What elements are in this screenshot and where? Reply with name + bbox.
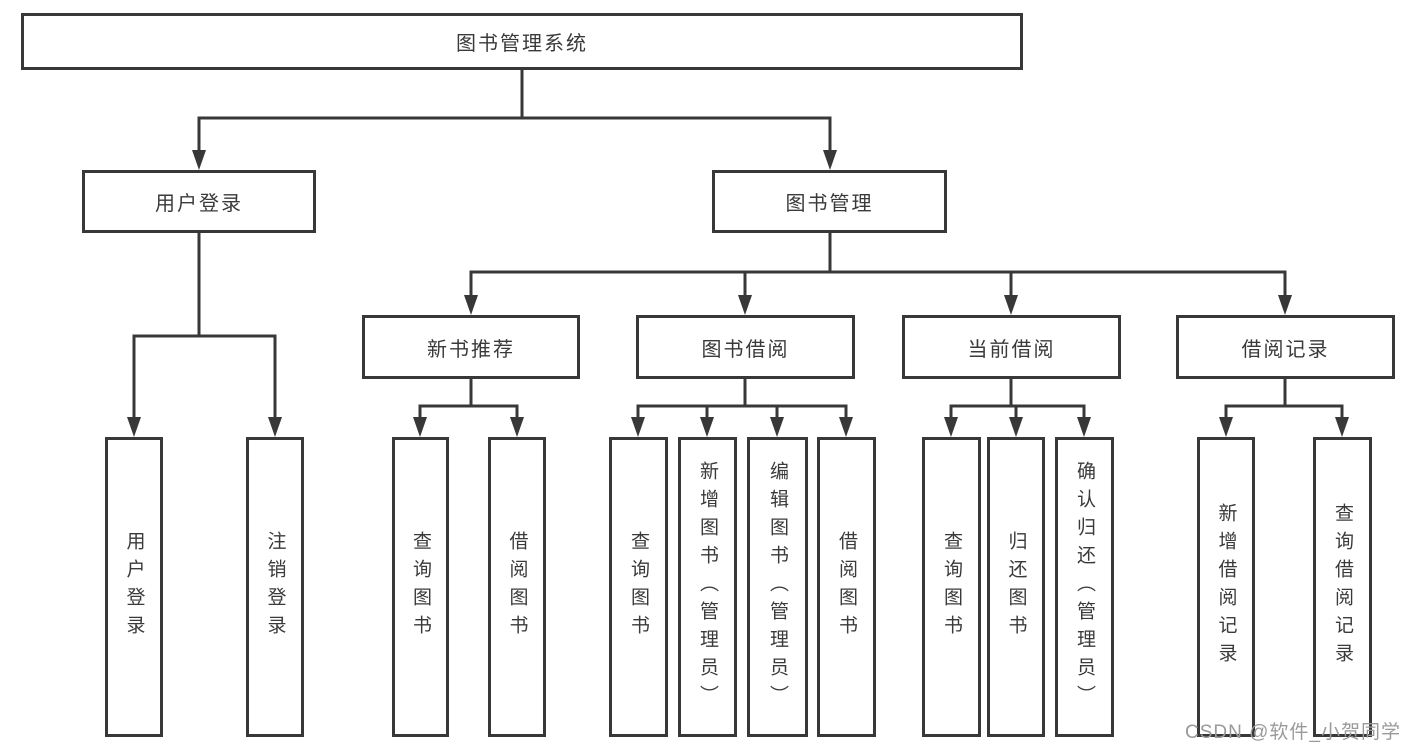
node-label: 确认归还（管理员） bbox=[1074, 461, 1095, 713]
leaf-edit-books-admin: 编辑图书（管理员） bbox=[747, 437, 808, 737]
node-label: 借阅图书 bbox=[506, 531, 528, 643]
node-label: 用户登录 bbox=[155, 193, 243, 215]
node-label: 借阅记录 bbox=[1241, 338, 1330, 361]
leaf-query-borrow-record: 查询借阅记录 bbox=[1313, 437, 1372, 737]
watermark: CSDN @软件_小贺同学 bbox=[1185, 722, 1401, 743]
node-book-management: 图书管理 bbox=[712, 170, 947, 233]
connector-lines bbox=[132, 70, 1344, 419]
node-label: 查询图书 bbox=[628, 531, 649, 643]
node-label: 图书借阅 bbox=[701, 338, 790, 361]
node-library-management-system: 图书管理系统 bbox=[21, 13, 1023, 70]
leaf-logout: 注销登录 bbox=[246, 437, 304, 737]
node-new-book-recommendation: 新书推荐 bbox=[362, 315, 580, 379]
node-label: 查询借阅记录 bbox=[1332, 503, 1353, 671]
node-borrowing-records: 借阅记录 bbox=[1176, 315, 1395, 379]
node-label: 查询图书 bbox=[941, 531, 962, 643]
leaf-add-borrow-record: 新增借阅记录 bbox=[1197, 437, 1255, 737]
node-label: 借阅图书 bbox=[836, 531, 857, 643]
node-current-borrowing: 当前借阅 bbox=[902, 315, 1121, 379]
node-label: 新增借阅记录 bbox=[1215, 503, 1237, 671]
node-label: 当前借阅 bbox=[967, 338, 1056, 361]
leaf-query-books: 查询图书 bbox=[609, 437, 668, 737]
node-label: 新增图书（管理员） bbox=[697, 461, 718, 713]
leaf-return-books: 归还图书 bbox=[987, 437, 1045, 737]
leaf-query-books: 查询图书 bbox=[922, 437, 981, 737]
node-label: 查询图书 bbox=[410, 531, 431, 643]
leaf-add-books-admin: 新增图书（管理员） bbox=[678, 437, 737, 737]
leaf-borrow-books: 借阅图书 bbox=[817, 437, 876, 737]
node-label: 用户登录 bbox=[123, 531, 145, 643]
node-label: 归还图书 bbox=[1005, 531, 1027, 643]
node-label: 图书管理系统 bbox=[456, 33, 588, 55]
node-label: 编辑图书（管理员） bbox=[767, 461, 788, 713]
leaf-confirm-return-admin: 确认归还（管理员） bbox=[1055, 437, 1114, 737]
arrowhead-icons bbox=[127, 150, 1349, 437]
leaf-query-books: 查询图书 bbox=[392, 437, 449, 737]
node-label: 新书推荐 bbox=[427, 338, 515, 361]
node-book-borrowing: 图书借阅 bbox=[636, 315, 855, 379]
node-label: 注销登录 bbox=[264, 531, 286, 643]
leaf-user-login: 用户登录 bbox=[105, 437, 163, 737]
leaf-borrow-books: 借阅图书 bbox=[488, 437, 546, 737]
node-label: 图书管理 bbox=[785, 193, 874, 215]
node-user-login: 用户登录 bbox=[82, 170, 316, 233]
